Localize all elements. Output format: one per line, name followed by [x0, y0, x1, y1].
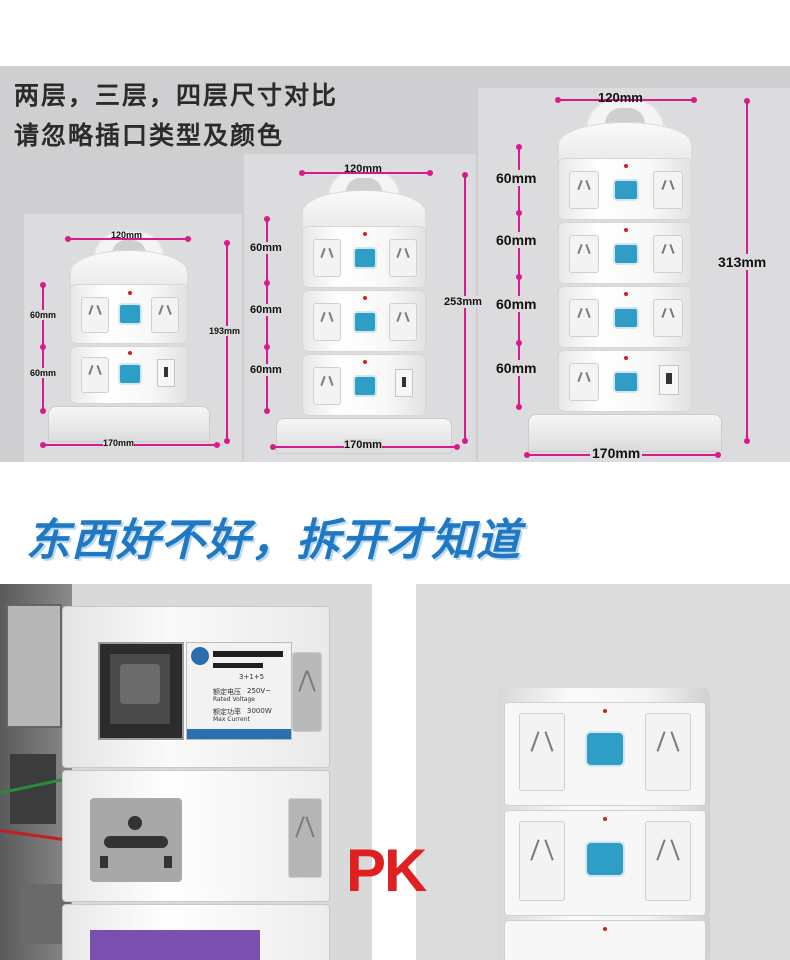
- power-socket: [81, 357, 109, 393]
- power-switch: [585, 841, 625, 877]
- dimension-label: 60mm: [496, 170, 537, 186]
- power-switch: [353, 247, 377, 269]
- power-socket: [519, 713, 565, 791]
- four-layer-tower: [528, 98, 722, 452]
- comparison-heading: 两层，三层，四层尺寸对比: [14, 81, 339, 110]
- power-socket: [569, 235, 599, 273]
- slogan-banner: 东西好不好，拆开才知道: [26, 515, 521, 566]
- power-socket: [653, 171, 683, 209]
- power-switch: [118, 303, 142, 325]
- power-socket: [569, 363, 599, 401]
- power-socket: [313, 367, 341, 405]
- tower-layer: [302, 354, 426, 416]
- power-socket: [645, 821, 691, 901]
- power-switch: [585, 731, 625, 767]
- dimension-label: 170mm: [103, 438, 135, 448]
- power-socket: [288, 798, 322, 878]
- power-socket: [569, 299, 599, 337]
- power-socket: [389, 239, 417, 277]
- usb-port: [395, 369, 413, 397]
- tower-layer: [70, 284, 188, 344]
- dimension-label: 60mm: [250, 242, 282, 254]
- power-switch: [613, 243, 639, 265]
- tower-layer: [558, 158, 692, 220]
- tower-layer: [558, 222, 692, 284]
- power-socket: [313, 239, 341, 277]
- dimension-label: 60mm: [250, 364, 282, 376]
- three-layer-tower: [276, 168, 452, 454]
- comparison-subheading: 请忽略插口类型及颜色: [14, 121, 285, 150]
- size-comparison-panel: 两层，三层，四层尺寸对比 请忽略插口类型及颜色 120mm 60mm 60mm …: [0, 66, 790, 462]
- product-layer: [504, 920, 706, 960]
- sticker-max-current-value: 3000W: [247, 707, 272, 715]
- dimension-label: 60mm: [496, 360, 537, 376]
- sticker-max-current-en: Max Current: [213, 716, 250, 723]
- dimension-label: 60mm: [496, 232, 537, 248]
- dimension-label: 60mm: [30, 310, 57, 320]
- power-socket: [81, 297, 109, 333]
- dimension-label: 170mm: [344, 439, 382, 451]
- sticker-rated-voltage: 额定电压: [213, 688, 241, 696]
- power-socket: [389, 303, 417, 341]
- spec-sticker: 3+1+5 额定电压 250V~ Rated Voltage 额定功率 3000…: [186, 642, 292, 740]
- dimension-label: 60mm: [250, 304, 282, 316]
- tower-layer: [70, 346, 188, 404]
- opened-socket-photo: 3+1+5 额定电压 250V~ Rated Voltage 额定功率 3000…: [0, 584, 372, 960]
- product-closeup-photo: [416, 584, 790, 960]
- sticker-rated-voltage-value: 250V~: [247, 687, 272, 695]
- dimension-label: 170mm: [590, 445, 643, 461]
- dimension-label: 193mm: [209, 326, 241, 336]
- product-layer: [504, 702, 706, 806]
- tower-layer: [558, 350, 692, 412]
- tower-layer: [302, 290, 426, 352]
- tower-base: [48, 406, 210, 442]
- power-switch: [353, 375, 377, 397]
- tower-cap: [70, 250, 188, 290]
- sticker-spec: 3+1+5: [239, 673, 265, 681]
- power-socket: [653, 299, 683, 337]
- sticker-max-current: 额定功率: [213, 708, 241, 716]
- product-layer: [504, 810, 706, 916]
- power-switch: [353, 311, 377, 333]
- power-socket: [653, 235, 683, 273]
- tower-layer: [558, 286, 692, 348]
- power-socket: [292, 652, 322, 732]
- power-switch: [118, 363, 142, 385]
- power-switch: [613, 307, 639, 329]
- two-layer-tower: [48, 230, 210, 442]
- usb-port: [659, 365, 679, 395]
- sticker-rated-voltage-en: Rated Voltage: [213, 696, 255, 703]
- power-switch: [613, 179, 639, 201]
- power-socket: [645, 713, 691, 791]
- power-socket: [569, 171, 599, 209]
- power-socket: [519, 821, 565, 901]
- dimension-label: 313mm: [718, 254, 767, 270]
- dimension-label: 60mm: [30, 368, 57, 378]
- dimension-label: 60mm: [496, 296, 537, 312]
- tower-layer: [302, 226, 426, 288]
- usb-port: [157, 359, 175, 387]
- universal-socket: [90, 798, 182, 882]
- dimension-label: 120mm: [111, 230, 143, 240]
- power-socket: [151, 297, 179, 333]
- pk-label: PK: [346, 837, 427, 904]
- dimension-label: 120mm: [344, 163, 382, 175]
- dimension-label: 253mm: [444, 296, 482, 308]
- power-socket: [313, 303, 341, 341]
- power-switch: [613, 371, 639, 393]
- dimension-label: 120mm: [598, 90, 643, 105]
- internal-wiring: [98, 642, 184, 740]
